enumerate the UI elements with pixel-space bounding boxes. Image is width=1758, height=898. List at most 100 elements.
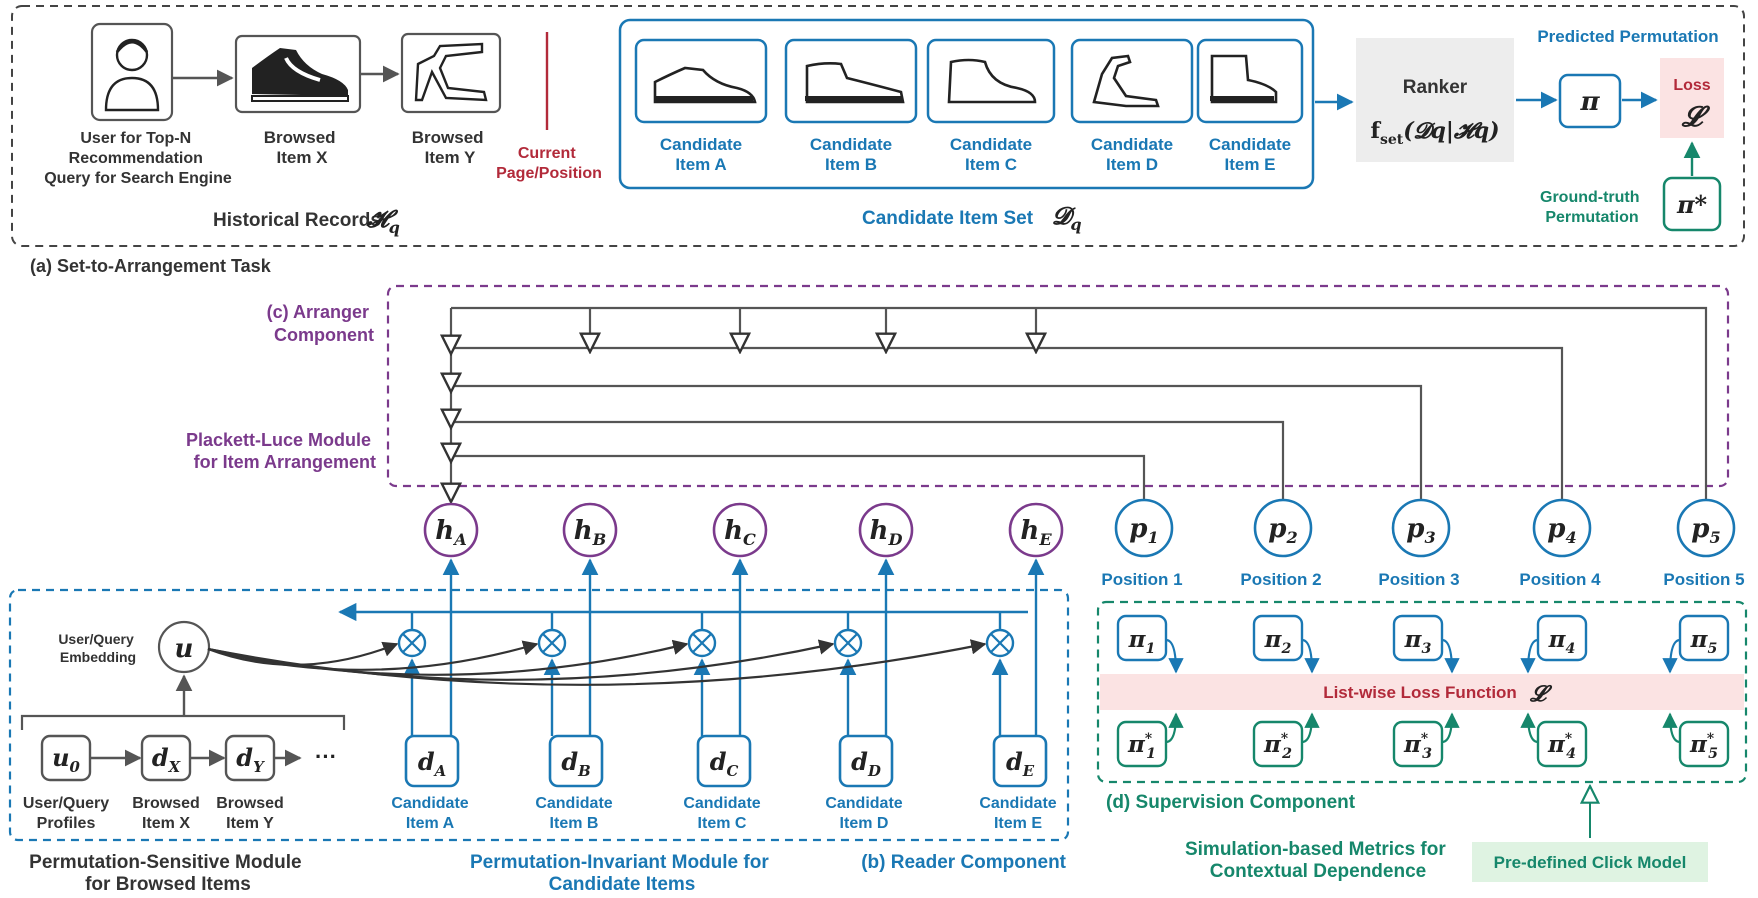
position-2-connector	[451, 420, 1285, 500]
candidate-label: Candidate	[391, 795, 468, 812]
arranger-box	[386, 284, 1730, 488]
position-node-symbol: p5	[1691, 514, 1720, 547]
permutation-sensitive-label: Permutation-Sensitive Module for Browsed…	[29, 852, 307, 895]
candidate-item-label: Candidate	[810, 135, 892, 154]
position-node-3	[1391, 498, 1451, 558]
candidate-node-e	[992, 734, 1048, 788]
hidden-node-symbol: hB	[574, 516, 607, 549]
candidate-item-label: Candidate	[1209, 135, 1291, 154]
arranger-title: (c) Arranger Component	[267, 302, 374, 345]
position-label: Position 5	[1663, 570, 1744, 589]
hidden-node-symbol: hC	[724, 516, 756, 549]
user-icon	[90, 22, 174, 122]
reader-box	[8, 588, 1070, 842]
candidate-item-label: Candidate	[1091, 135, 1173, 154]
ground-truth-to-loss	[1520, 712, 1539, 744]
sequence-node-symbol: u0	[52, 743, 80, 776]
user-caption: User for Top-N Recommendation Query for …	[44, 130, 232, 187]
sequence-label: Item Y	[226, 815, 274, 832]
current-position-label: Current Page/Position	[496, 145, 602, 182]
candidate-label: Item B	[550, 815, 599, 832]
position-label: Position 2	[1240, 570, 1321, 589]
historical-records-label: Historical Records	[213, 210, 381, 231]
candidate-item-a-icon	[634, 38, 768, 124]
sequence-node-symbol: dY	[236, 743, 265, 776]
sequence-label: Profiles	[37, 815, 96, 832]
ranker-box	[1356, 38, 1514, 162]
ground-truth-perm-symbol: π*4	[1547, 731, 1576, 762]
pi-star-symbol: π*	[1676, 190, 1708, 219]
ground-truth-to-loss	[1301, 712, 1320, 744]
ground-truth-perm-node-5	[1678, 720, 1730, 768]
predicted-to-loss	[1441, 638, 1460, 674]
permutation-invariant-label: Permutation-Invariant Module for Candida…	[470, 852, 774, 895]
ground-truth-perm-node-4	[1536, 720, 1588, 768]
candidate-node-d	[838, 734, 894, 788]
reader-title: (b) Reader Component	[861, 852, 1066, 873]
ellipsis: ···	[315, 744, 337, 769]
candidate-item-label: Candidate	[660, 135, 742, 154]
pi-symbol: π	[1579, 87, 1600, 117]
predicted-perm-symbol: π5	[1690, 626, 1718, 657]
candidate-item-label: Candidate	[950, 135, 1032, 154]
position-node-2	[1253, 498, 1313, 558]
predicted-to-loss	[1662, 638, 1681, 674]
candidate-item-label: Item A	[675, 155, 726, 174]
candidate-label: Candidate	[979, 795, 1056, 812]
hidden-node-symbol: hE	[1020, 516, 1052, 549]
hidden-node-a	[423, 502, 479, 558]
ground-truth-perm-node-1	[1116, 720, 1168, 768]
candidate-node-symbol: dA	[418, 747, 446, 780]
candidate-item-b-icon	[784, 38, 918, 124]
position-node-4	[1532, 498, 1592, 558]
loss-label: Loss	[1673, 77, 1710, 94]
candidate-node-symbol: dC	[710, 747, 739, 780]
candidate-node-a	[404, 734, 460, 788]
predicted-to-loss	[1165, 638, 1184, 674]
task-box	[11, 5, 1745, 247]
hidden-node-symbol: hA	[435, 516, 466, 549]
candidate-label: Item D	[840, 815, 889, 832]
candidate-item-d-icon	[1070, 38, 1194, 124]
position-1-connector	[451, 454, 1146, 500]
candidate-label: Item E	[994, 815, 1042, 832]
historical-records-symbol: 𝓗q	[366, 204, 400, 237]
ranker-label: Ranker	[1403, 77, 1468, 98]
candidate-label: Item C	[698, 815, 747, 832]
candidate-item-label: Item D	[1106, 155, 1158, 174]
predicted-to-loss	[1520, 638, 1539, 674]
candidate-item-c-icon	[926, 38, 1056, 124]
predicted-to-loss	[1301, 638, 1320, 674]
sequence-label: Item X	[142, 815, 190, 832]
ground-truth-to-loss	[1662, 712, 1681, 744]
ground-truth-label: Ground-truth Permutation	[1540, 189, 1644, 226]
ground-truth-perm-symbol: π*2	[1263, 731, 1292, 762]
listwise-loss-label: List-wise Loss Function	[1323, 683, 1517, 702]
pi-node	[1558, 73, 1622, 129]
sequence-label: Browsed	[132, 795, 200, 812]
candidate-node-c	[696, 734, 752, 788]
ground-truth-to-loss	[1441, 712, 1460, 744]
user-node	[157, 620, 211, 674]
candidate-item-label: Item C	[965, 155, 1017, 174]
supervision-title: (d) Supervision Component	[1106, 792, 1356, 813]
predicted-perm-node-5	[1678, 614, 1730, 662]
candidate-item-label: Item B	[825, 155, 877, 174]
hidden-node-symbol: hD	[870, 516, 903, 549]
pi-star-node	[1662, 176, 1722, 232]
position-label: Position 3	[1378, 570, 1459, 589]
position-label: Position 4	[1519, 570, 1601, 589]
heel-icon	[400, 32, 502, 114]
ground-truth-perm-symbol: π*5	[1689, 731, 1718, 762]
ground-truth-to-loss	[1165, 712, 1184, 744]
predicted-perm-symbol: π2	[1264, 626, 1292, 657]
predicted-perm-symbol: π1	[1128, 626, 1156, 657]
position-node-1	[1114, 498, 1174, 558]
candidate-label: Candidate	[683, 795, 760, 812]
sequence-label: Browsed	[216, 795, 284, 812]
sequence-node-symbol: dX	[152, 743, 182, 776]
predicted-perm-symbol: π4	[1548, 626, 1576, 657]
position-node-symbol: p4	[1547, 514, 1576, 547]
position-5-connector	[451, 306, 1708, 500]
